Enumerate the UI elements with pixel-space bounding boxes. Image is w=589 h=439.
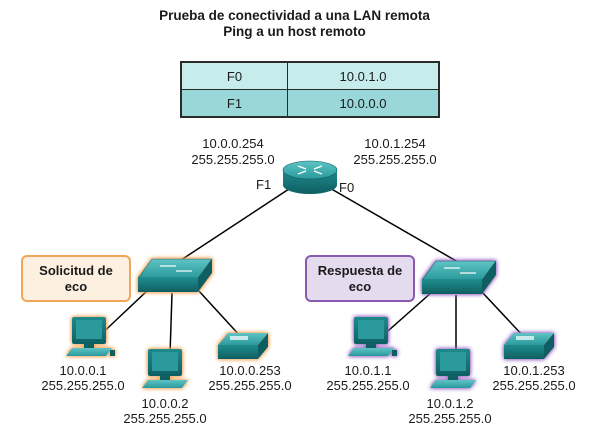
router-right-ip: 10.0.1.254 (364, 136, 426, 151)
echo-reply-callout: Respuesta de eco (305, 255, 415, 302)
link-router-switch-left (177, 186, 293, 263)
switch-icon (421, 260, 497, 294)
host-mask: 255.255.255.0 (326, 378, 410, 393)
routing-network: 10.0.0.0 (287, 89, 440, 118)
diagram-title: Prueba de conectividad a una LAN remota (159, 8, 430, 23)
switch-icon (137, 258, 213, 292)
host-ip: 10.0.1.253 (503, 363, 565, 378)
routing-table: F0 10.0.1.0 F1 10.0.0.0 (180, 61, 440, 118)
link-switch-printer-right (481, 291, 526, 339)
pc-icon (430, 349, 476, 388)
routing-table-row: F1 10.0.0.0 (180, 89, 440, 118)
router-left-ip: 10.0.0.254 (202, 136, 264, 151)
routing-interface: F1 (180, 89, 288, 118)
host-ip: 10.0.1.1 (344, 363, 392, 378)
printer-icon (504, 333, 554, 359)
echo-reply-label: Respuesta de eco (317, 262, 403, 294)
pc-icon (66, 317, 115, 356)
host-ip: 10.0.1.2 (426, 396, 474, 411)
link-switch-pc2-left (169, 292, 173, 356)
echo-request-callout: Solicitud de eco (21, 255, 131, 302)
host-ip: 10.0.0.253 (219, 363, 281, 378)
host-mask: 255.255.255.0 (492, 378, 576, 393)
router-right-mask: 255.255.255.0 (353, 152, 437, 167)
pc-icon (348, 317, 397, 356)
pc-icon (142, 349, 188, 388)
routing-interface: F0 (180, 61, 288, 90)
host-ip: 10.0.0.1 (59, 363, 107, 378)
host-mask: 255.255.255.0 (123, 411, 207, 426)
router-port-f1: F1 (256, 177, 272, 192)
router-left-mask: 255.255.255.0 (191, 152, 275, 167)
link-switch-pc1-right (379, 291, 433, 339)
host-mask: 255.255.255.0 (408, 411, 492, 426)
host-mask: 255.255.255.0 (208, 378, 292, 393)
router-port-f0: F0 (339, 180, 355, 195)
diagram-subtitle: Ping a un host remoto (223, 24, 366, 39)
echo-request-label: Solicitud de eco (39, 262, 113, 294)
links (94, 186, 526, 356)
printer-icon (218, 333, 268, 359)
host-ip: 10.0.0.2 (141, 396, 189, 411)
link-router-switch-right (327, 186, 459, 263)
host-mask: 255.255.255.0 (41, 378, 125, 393)
link-switch-printer-left (197, 289, 243, 339)
router-icon (282, 160, 338, 194)
